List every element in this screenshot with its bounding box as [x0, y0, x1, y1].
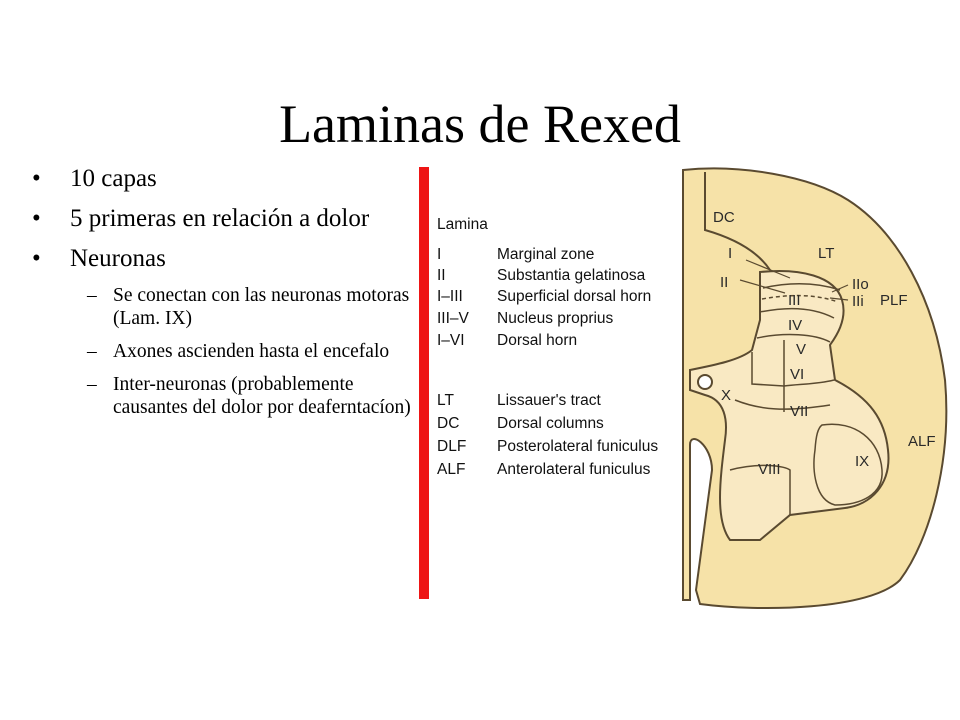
bullet-list: • 10 capas • 5 primeras en relación a do…	[32, 164, 412, 429]
sub-bullet-item: – Inter-neuronas (probablemente causante…	[32, 373, 412, 419]
legend-desc: Nucleus proprius	[497, 310, 614, 327]
legend-desc: Dorsal horn	[497, 332, 578, 349]
label-v: V	[796, 341, 806, 358]
bullet-dot-icon: •	[32, 165, 41, 192]
label-dc: DC	[713, 209, 735, 226]
legend-abbr: LT	[437, 392, 454, 409]
label-lt: LT	[818, 245, 834, 262]
label-ii: II	[720, 274, 728, 291]
lamina-v-boundary	[783, 340, 835, 387]
legend-abbr: DC	[437, 415, 460, 432]
legend-abbr: III–V	[437, 310, 469, 327]
leader-line-i	[745, 259, 791, 279]
label-i: I	[728, 245, 732, 262]
label-alf: ALF	[908, 433, 936, 450]
lamina-ix-boundary	[813, 423, 883, 506]
leader-line-ii	[739, 279, 786, 294]
bullet-text: 10 capas	[70, 165, 157, 192]
bullet-dot-icon: •	[32, 205, 41, 232]
sub-bullet-text: Se conectan con las neuronas motoras (La…	[113, 285, 410, 329]
legend-abbr: DLF	[437, 438, 467, 455]
label-iio: IIo	[852, 276, 869, 293]
accent-divider-bar	[419, 167, 429, 599]
label-iv: IV	[788, 317, 802, 334]
bullet-item: • Neuronas	[32, 244, 412, 274]
lamina-vi-boundary	[751, 352, 785, 412]
legend-abbr: I–III	[437, 288, 463, 305]
leader-line-iio	[831, 284, 849, 293]
sub-bullet-item: – Se conectan con las neuronas motoras (…	[32, 284, 412, 330]
lamina-iii-boundary	[759, 307, 835, 319]
label-viii: VIII	[758, 461, 781, 478]
sub-bullet-item: – Axones ascienden hasta el encefalo	[32, 340, 412, 363]
lamina-vii-boundary	[734, 399, 831, 410]
central-canal	[697, 374, 713, 390]
lamina-viii-boundary	[729, 464, 791, 515]
bullet-text: 5 primeras en relación a dolor	[70, 205, 370, 232]
slide-title: Laminas de Rexed	[279, 94, 681, 154]
dorsal-column-boundary	[704, 172, 771, 271]
leader-line-iii	[829, 297, 849, 301]
legend-desc: Dorsal columns	[497, 415, 604, 432]
legend-desc: Marginal zone	[497, 246, 595, 263]
bullet-item: • 5 primeras en relación a dolor	[32, 204, 412, 234]
bullet-item: • 10 capas	[32, 164, 412, 194]
legend-abbr: I–VI	[437, 332, 465, 349]
lamina-ii-boundary	[762, 282, 841, 291]
label-vii: VII	[790, 403, 808, 420]
legend-abbr: ALF	[437, 461, 466, 478]
label-iii: III	[788, 292, 801, 309]
legend-heading: Lamina	[437, 216, 488, 233]
label-iii-inner: IIi	[852, 293, 864, 310]
lamina-ii-inner-boundary	[761, 294, 839, 303]
dash-icon: –	[87, 374, 97, 395]
legend-desc: Anterolateral funiculus	[497, 461, 651, 478]
legend-abbr: I	[437, 246, 442, 263]
bullet-dot-icon: •	[32, 245, 41, 272]
gray-matter-region	[689, 270, 890, 541]
legend-desc: Substantia gelatinosa	[497, 267, 646, 284]
legend-abbr: II	[437, 267, 446, 284]
bullet-text: Neuronas	[70, 245, 166, 272]
dash-icon: –	[87, 341, 97, 362]
lamina-iv-boundary	[756, 333, 831, 343]
sub-bullet-text: Axones ascienden hasta el encefalo	[113, 341, 390, 362]
label-vi: VI	[790, 366, 804, 383]
legend-desc: Superficial dorsal horn	[497, 288, 652, 305]
legend-desc: Lissauer's tract	[497, 392, 601, 409]
dash-icon: –	[87, 285, 97, 306]
label-ix: IX	[855, 453, 869, 470]
label-x: X	[721, 387, 731, 404]
legend-desc: Posterolateral funiculus	[497, 438, 659, 455]
sub-bullet-text: Inter-neuronas (probablemente causantes …	[113, 374, 411, 418]
label-plf: PLF	[880, 292, 908, 309]
